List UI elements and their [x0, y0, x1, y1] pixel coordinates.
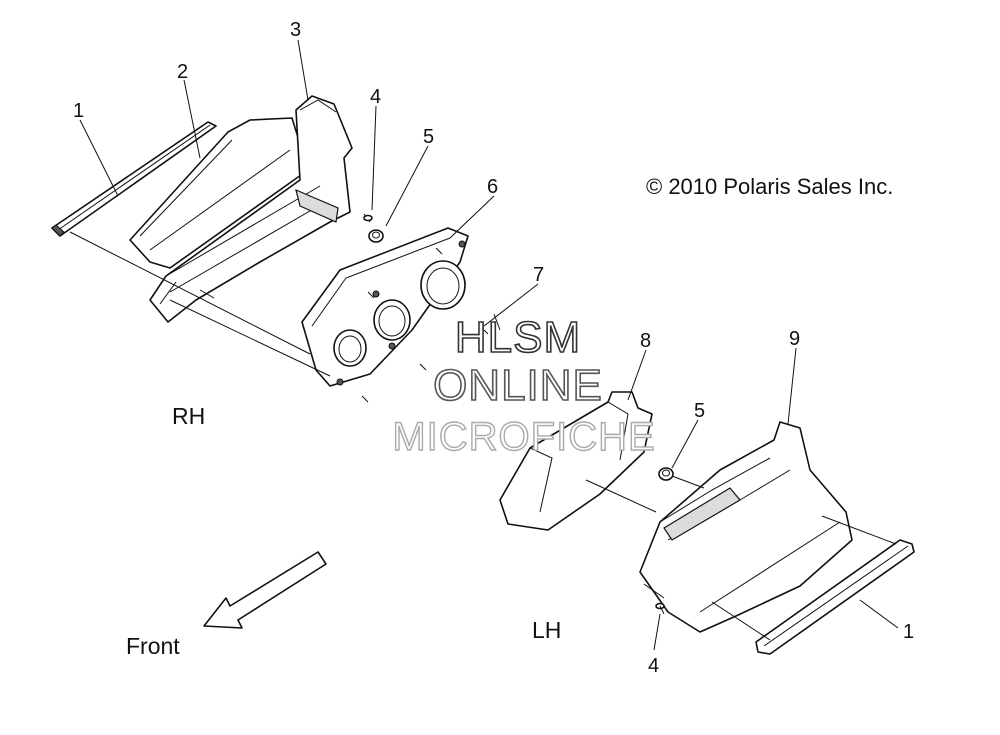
- rh-housing: [149, 95, 353, 323]
- front-label: Front: [126, 633, 180, 659]
- gauge-plate: [301, 227, 469, 387]
- callout-3: 3: [290, 19, 301, 41]
- callout-4-rh: 4: [370, 86, 381, 108]
- rh-label: RH: [172, 403, 205, 429]
- rh-trim-strip: [51, 121, 217, 237]
- callout-4-lh: 4: [648, 655, 659, 677]
- copyright-notice: © 2010 Polaris Sales Inc.: [646, 174, 893, 199]
- callout-1-lh: 1: [903, 621, 914, 643]
- rh-screw: [363, 213, 373, 223]
- watermark-line-1: HLSM: [455, 313, 581, 362]
- callout-8: 8: [640, 330, 651, 352]
- lh-grommet: [658, 467, 674, 481]
- lh-trim-strip: [755, 539, 915, 655]
- lh-label: LH: [532, 617, 561, 643]
- gauge-screws: [361, 247, 489, 403]
- callout-9: 9: [789, 328, 800, 350]
- front-direction-arrow: [203, 551, 327, 629]
- assembly-lines: [69, 231, 897, 641]
- gauge-ring-large: [420, 260, 466, 310]
- callout-7: 7: [533, 264, 544, 286]
- watermark-line-2: ONLINE: [433, 361, 603, 410]
- leader-lines: [79, 39, 899, 651]
- gauge-ring-small: [333, 329, 367, 367]
- watermark: HLSM ONLINE MICROFICHE: [392, 312, 656, 460]
- lh-housing: [639, 421, 853, 633]
- lh-screw: [655, 602, 665, 615]
- callout-5-lh: 5: [694, 400, 705, 422]
- callout-6: 6: [487, 176, 498, 198]
- callout-2: 2: [177, 61, 188, 83]
- callout-5-rh: 5: [423, 126, 434, 148]
- rh-grommet: [368, 229, 384, 243]
- lh-gauge-cover: [499, 391, 653, 531]
- callout-1-rh: 1: [73, 100, 84, 122]
- gauge-ring-mid: [373, 299, 411, 341]
- watermark-line-3: MICROFICHE: [392, 415, 655, 459]
